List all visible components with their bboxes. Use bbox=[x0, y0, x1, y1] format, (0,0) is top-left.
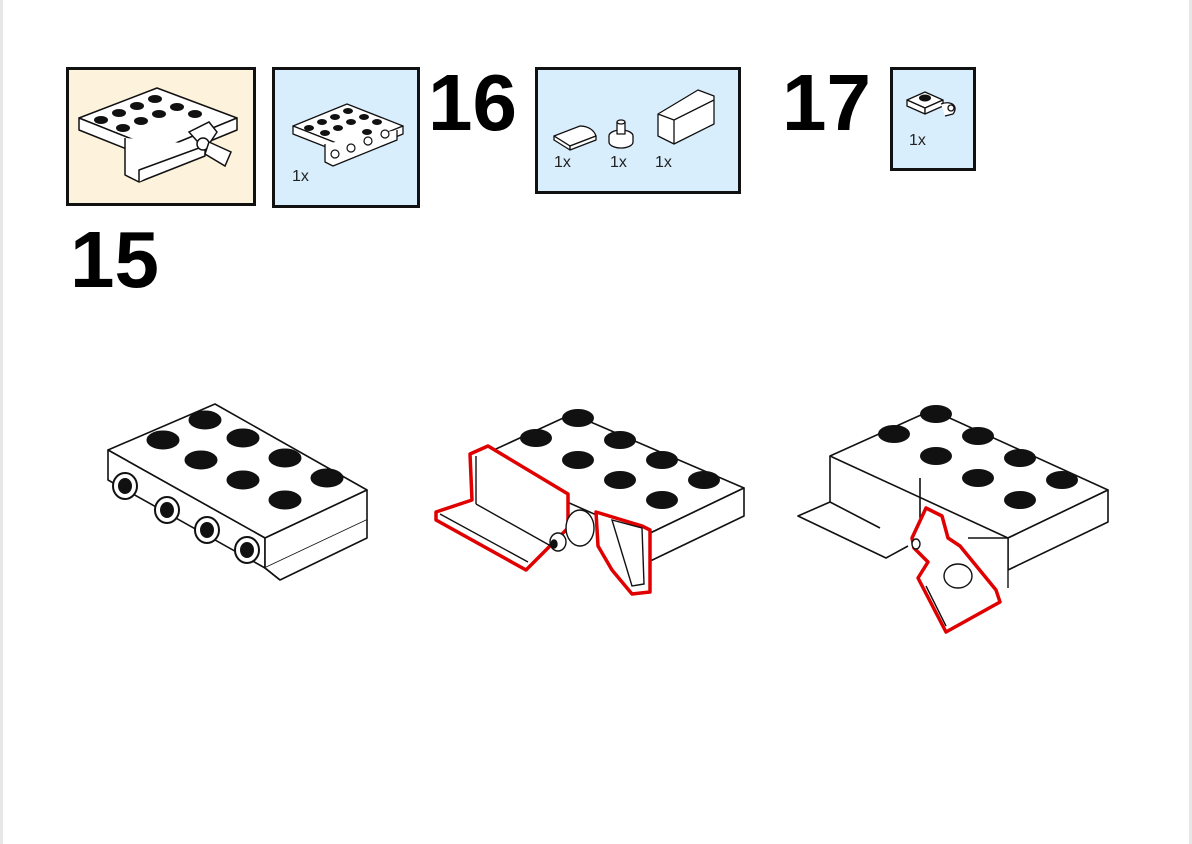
page-right-edge bbox=[1189, 0, 1192, 844]
submodel-preview-icon bbox=[78, 87, 238, 183]
step-number-17: 17 bbox=[782, 58, 871, 147]
part-quantity: 1x bbox=[610, 154, 627, 171]
part-quantity: 1x bbox=[909, 132, 926, 149]
plate-with-clip-icon bbox=[906, 91, 956, 117]
parts-list-step-17: 1x bbox=[890, 67, 976, 171]
page-left-edge bbox=[0, 0, 3, 844]
part-quantity: 1x bbox=[554, 154, 571, 171]
step-number-16: 16 bbox=[428, 58, 517, 147]
plate-with-side-studs-icon bbox=[292, 103, 404, 167]
submodel-preview-box bbox=[66, 67, 256, 206]
step-16-parts-icons bbox=[553, 89, 715, 151]
assembly-step-17 bbox=[797, 405, 1109, 634]
assembly-step-16 bbox=[434, 409, 745, 596]
parts-list-step-16: 1x 1x 1x bbox=[535, 67, 741, 194]
assembly-step-15 bbox=[107, 403, 368, 581]
part-quantity: 1x bbox=[292, 168, 309, 185]
step-number-15: 15 bbox=[70, 215, 159, 304]
part-quantity: 1x bbox=[655, 154, 672, 171]
parts-list-step-15: 1x bbox=[272, 67, 420, 208]
